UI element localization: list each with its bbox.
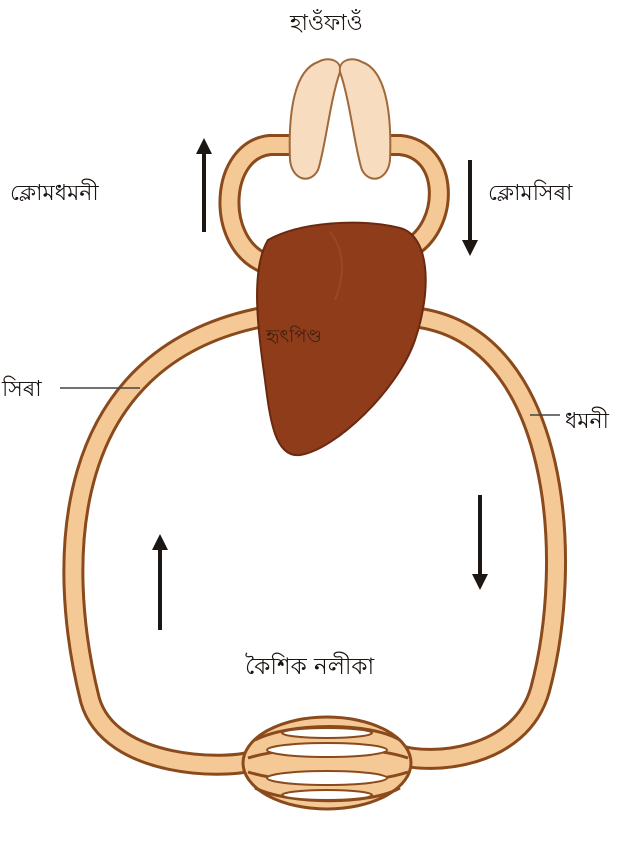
- label-lungs: হাওঁফাওঁ: [290, 6, 363, 43]
- capillary-bundle: [243, 717, 411, 809]
- label-gill-artery: ক্লোমধমনী: [10, 176, 99, 213]
- label-artery: ধমনী: [565, 404, 609, 441]
- label-vein: সিৰা: [2, 372, 42, 409]
- lung-lobes: [290, 59, 391, 178]
- label-heart: হৃৎপিণ্ড: [266, 322, 322, 353]
- label-gill-vein: ক্লোমসিৰা: [488, 176, 572, 213]
- label-capillary: কৈশিক নলীকা: [245, 648, 374, 687]
